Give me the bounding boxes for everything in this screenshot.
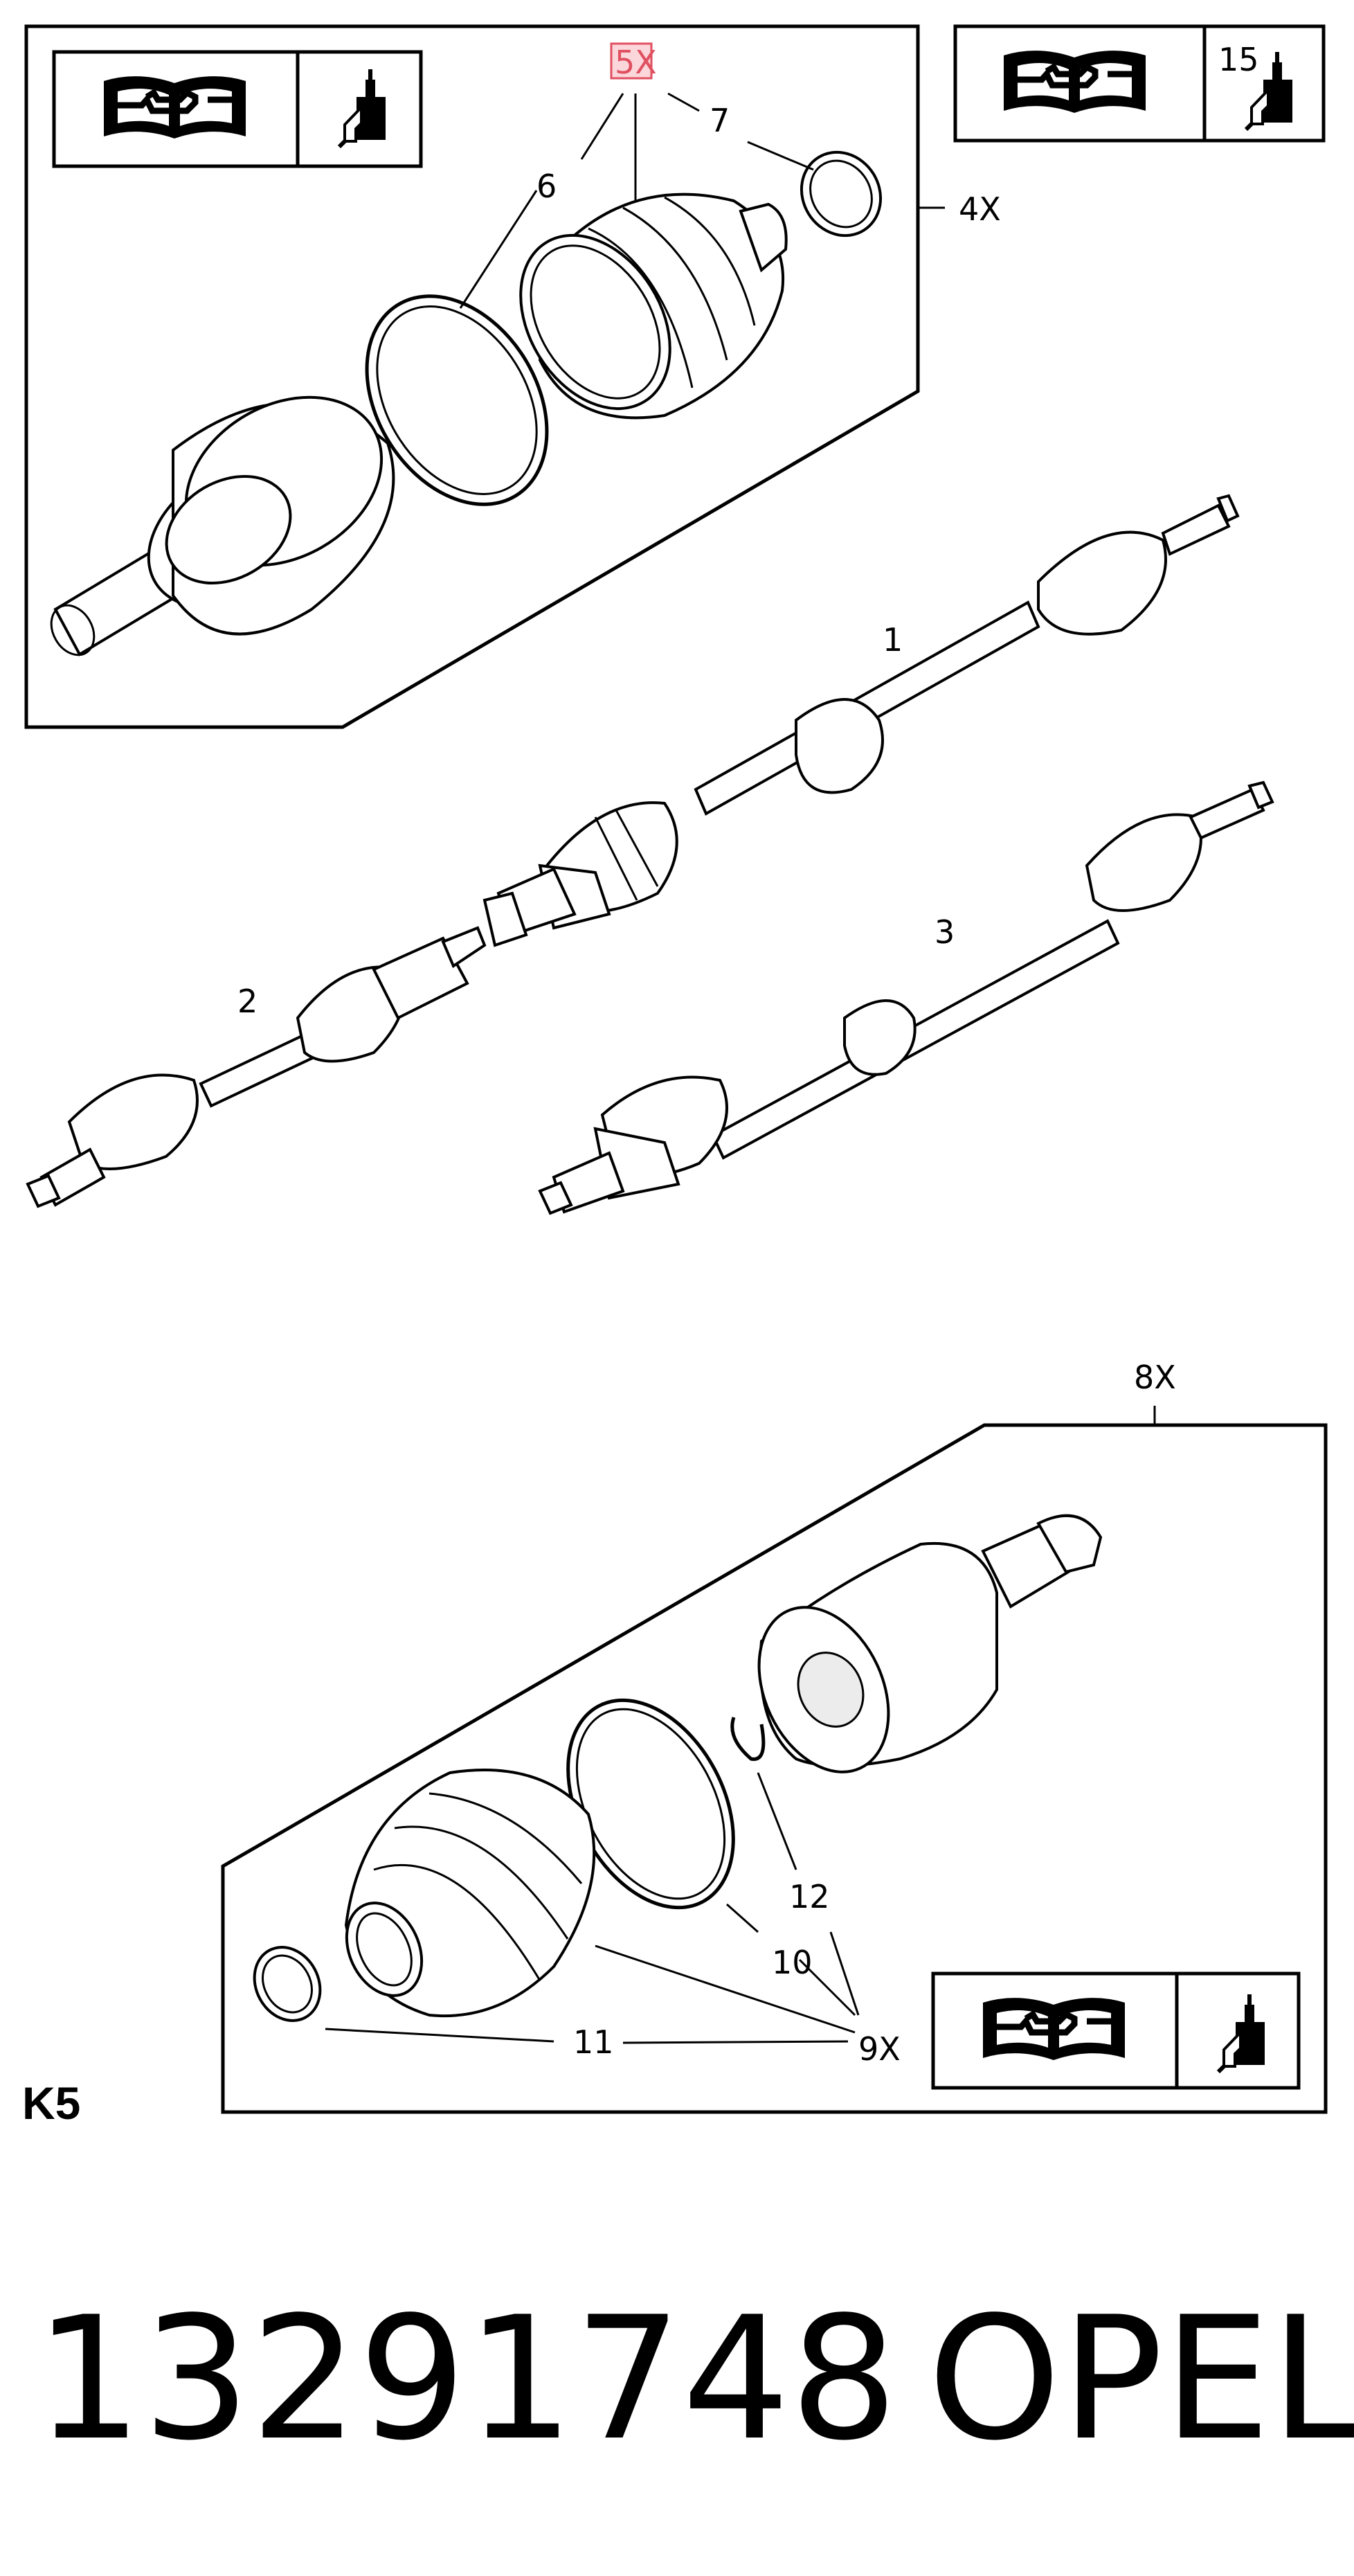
callout-10[interactable]: 10 xyxy=(772,1944,813,1981)
manual-book-wrench-icon xyxy=(104,76,246,138)
callout-7[interactable]: 7 xyxy=(710,102,730,139)
small-boot-clamp xyxy=(253,1946,322,2022)
driveshaft-1 xyxy=(482,494,1240,947)
part-number: 13291748 xyxy=(35,2280,898,2478)
snap-ring xyxy=(730,1717,766,1761)
grease-tube-icon xyxy=(339,69,386,147)
manual-book-wrench-icon xyxy=(983,1998,1125,2060)
inner-cv-joint xyxy=(757,1514,1103,1773)
brand-name: OPEL xyxy=(928,2280,1354,2478)
top-panel-frame xyxy=(24,24,920,729)
top-right-icon-box xyxy=(953,24,1326,143)
top-panel-icons xyxy=(52,50,423,168)
corner-label: K5 xyxy=(22,2077,80,2129)
outer-cv-joint xyxy=(50,395,395,656)
bottom-panel-icons xyxy=(931,1971,1301,2090)
callout-1[interactable]: 1 xyxy=(883,621,903,659)
callout-5x-highlight xyxy=(610,42,653,80)
boot-clamp-ring xyxy=(365,294,549,506)
callout-9x[interactable]: 9X xyxy=(858,2030,901,2068)
callout-4x[interactable]: 4X xyxy=(959,190,1001,228)
callout-12[interactable]: 12 xyxy=(789,1878,830,1915)
callout-6[interactable]: 6 xyxy=(536,168,557,205)
driveshaft-3 xyxy=(538,780,1274,1215)
small-clamp xyxy=(800,150,883,238)
inner-boot xyxy=(344,1769,596,2018)
callout-5x[interactable]: 5X xyxy=(615,44,657,81)
grease-tube-icon xyxy=(1218,1994,1265,2072)
callout-8x[interactable]: 8X xyxy=(1134,1359,1176,1396)
manual-book-wrench-icon xyxy=(1004,51,1146,113)
bottom-detail-panel xyxy=(221,1406,1328,2114)
callout-2[interactable]: 2 xyxy=(237,983,258,1020)
bottom-panel-frame xyxy=(221,1423,1328,2114)
callout-11[interactable]: 11 xyxy=(573,2023,614,2061)
callout-15[interactable]: 15 xyxy=(1218,41,1259,78)
top-detail-panel xyxy=(24,24,945,729)
callout-3[interactable]: 3 xyxy=(935,913,955,951)
driveshaft-2 xyxy=(26,926,487,1208)
cv-boot xyxy=(519,193,788,420)
